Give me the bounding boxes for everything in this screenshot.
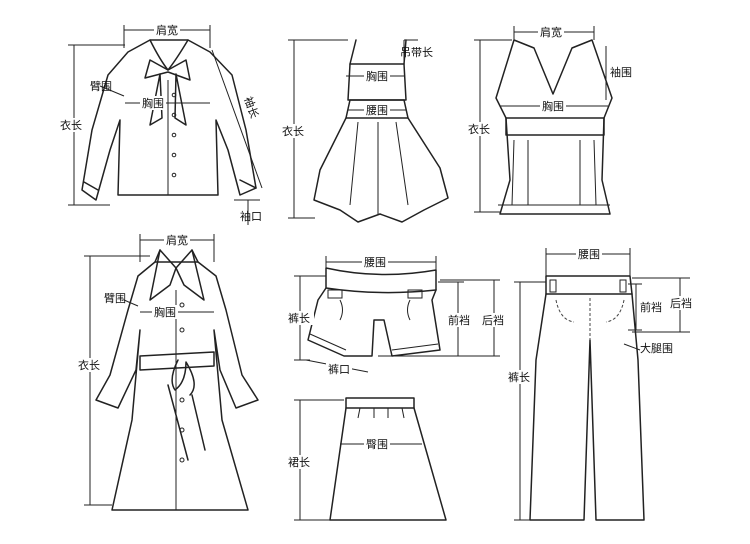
label-coat-shoulder: 肩宽 <box>166 233 188 247</box>
label-skirt-length: 裙长 <box>288 456 310 469</box>
label-dress-strap: 吊带长 <box>400 46 433 59</box>
label-vest-chest: 胸围 <box>542 99 564 113</box>
label-vest-armhole: 袖围 <box>610 65 632 79</box>
label-pants-waist: 腰围 <box>578 248 600 261</box>
label-shirt-shoulder: 肩宽 <box>156 23 178 37</box>
vest-drawing <box>474 26 613 215</box>
label-pants-length: 裤长 <box>508 370 530 384</box>
pants-drawing <box>514 248 690 521</box>
label-shirt-cuff: 袖口 <box>240 209 262 223</box>
label-shirt-chest: 胸围 <box>142 96 164 110</box>
label-pants-back: 后裆 <box>670 297 692 310</box>
label-skirt-hip: 臀围 <box>366 438 388 451</box>
coat-buttons <box>179 302 185 463</box>
label-dress-waist: 腰围 <box>366 104 388 117</box>
label-shirt-length: 衣长 <box>60 118 82 132</box>
label-coat-chest: 胸围 <box>154 305 176 319</box>
shirt-drawing <box>68 25 263 225</box>
label-coat-length: 衣长 <box>78 358 100 372</box>
shirt-buttons <box>171 92 177 178</box>
label-vest-length: 衣长 <box>468 122 490 136</box>
label-shirt-sleeve: 袖长 <box>241 95 262 120</box>
label-shorts-back: 后裆 <box>482 314 504 327</box>
label-coat-arm: 臂围 <box>104 292 126 305</box>
label-vest-shoulder: 肩宽 <box>540 25 562 39</box>
label-pants-thigh: 大腿围 <box>640 341 673 355</box>
coat-drawing <box>84 234 259 511</box>
label-shorts-waist: 腰围 <box>364 256 386 269</box>
label-pants-front: 前裆 <box>640 300 662 314</box>
label-dress-length: 衣长 <box>282 124 304 138</box>
label-shirt-arm: 臂围 <box>90 80 112 93</box>
dress-drawing <box>288 39 449 223</box>
label-shorts-front: 前裆 <box>448 313 470 327</box>
label-dress-chest: 胸围 <box>366 69 388 83</box>
label-shorts-inseam: 裤长 <box>288 311 310 325</box>
measurement-labels: 肩宽 臂围 胸围 衣长 袖长 袖口 吊带长 胸围 腰围 衣长 肩宽 袖围 胸围 … <box>58 23 696 469</box>
skirt-drawing <box>294 397 447 521</box>
label-shorts-hem: 裤口 <box>328 362 350 376</box>
